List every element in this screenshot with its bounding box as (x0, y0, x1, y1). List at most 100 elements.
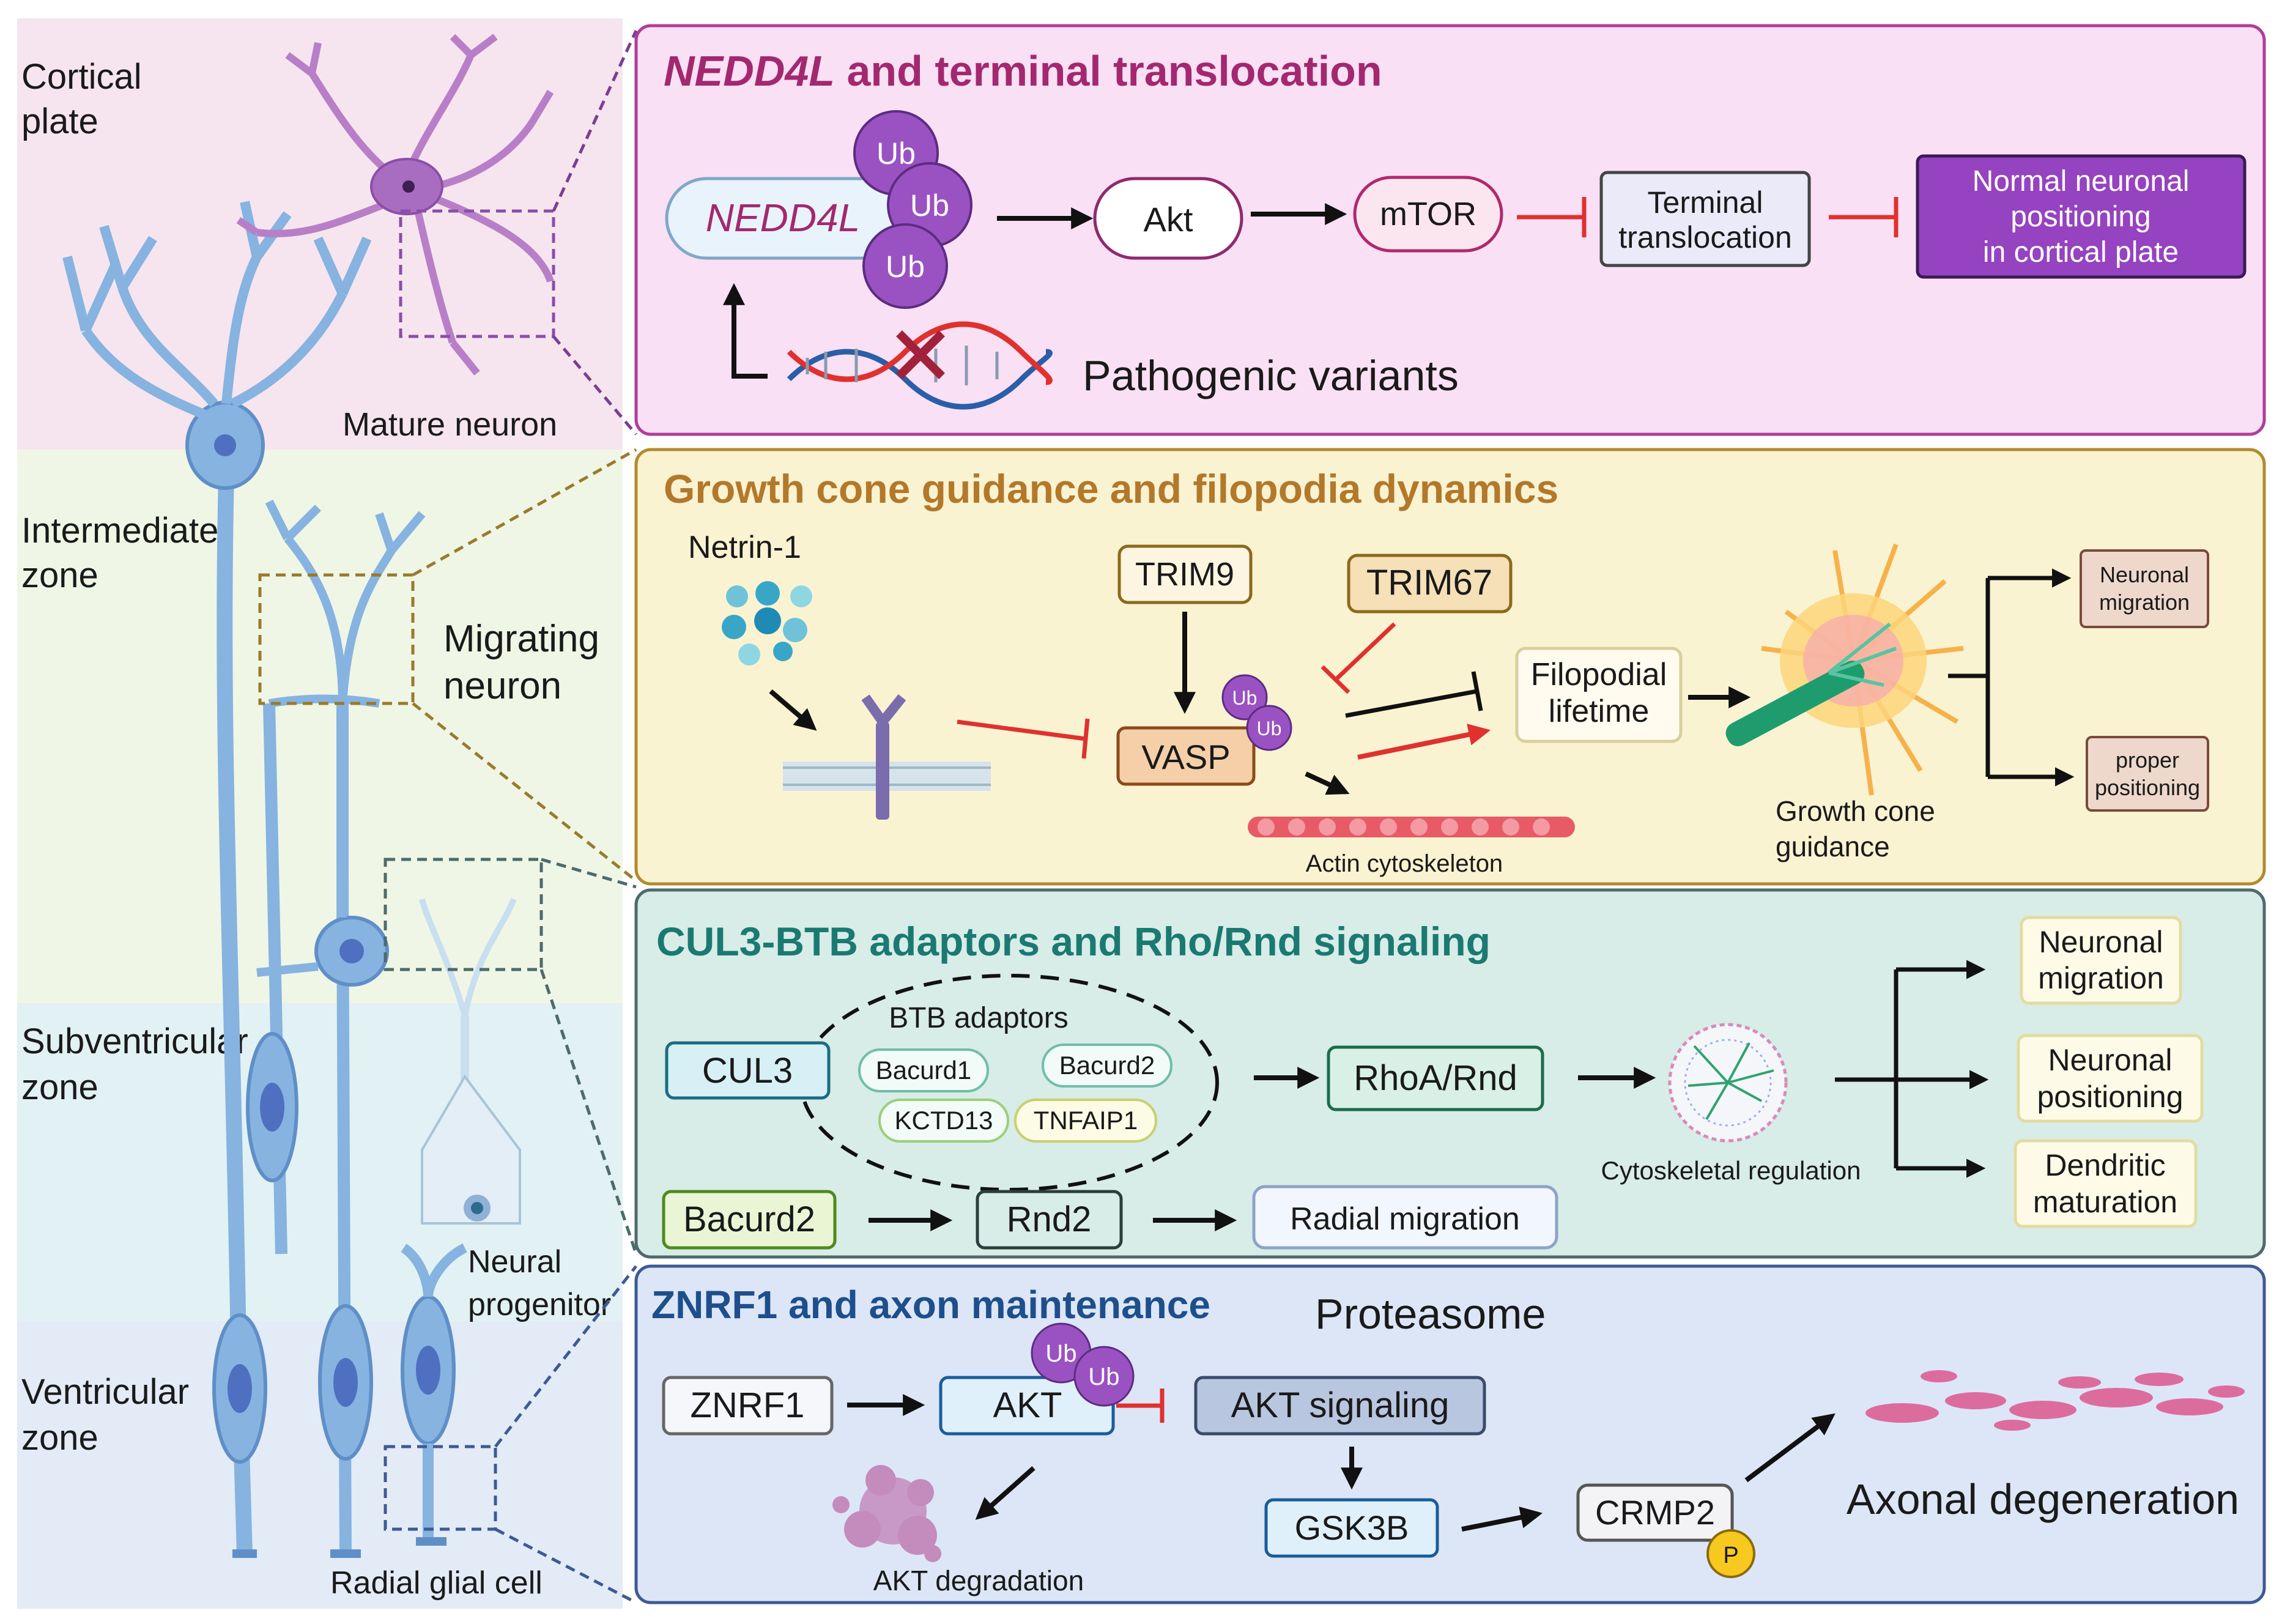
arrow-akt-degradation (975, 1466, 1035, 1520)
zone-label-ventricular: Ventricular zone (21, 1372, 189, 1458)
bacurd2-b-node (662, 1190, 837, 1250)
panel-growth-cone-title: Growth cone guidance and filopodia dynam… (664, 466, 1558, 511)
zone-label-subventricular: Subventricular zone (21, 1021, 248, 1107)
arrow-crmp2-degeneration (1744, 1413, 1836, 1483)
phospho-badge (1706, 1529, 1755, 1578)
growth-cone-label-1: Growth cone (1776, 795, 1935, 827)
mtor-label: mTOR (1380, 196, 1476, 232)
panel-nedd4l-title: NEDD4L and terminal translocation (664, 47, 1382, 95)
trim67-node (1347, 554, 1513, 614)
cell-label-neural-progenitor: Neural progenitor (468, 1244, 611, 1322)
svg-text:Neural: Neural (468, 1244, 561, 1280)
axonal-degeneration-label: Axonal degeneration (1847, 1475, 2239, 1523)
svg-text:Migrating: Migrating (443, 618, 599, 660)
inhibit-trim67-ub (1321, 622, 1396, 694)
growth-cone-label-2: guidance (1776, 831, 1890, 862)
svg-text:zone: zone (21, 1067, 98, 1107)
inhibit-vasp-filopodial (1345, 671, 1483, 718)
zone-intermediate-bg (17, 450, 623, 1003)
ub-cluster-nedd4l: Ub Ub Ub (853, 110, 972, 309)
bacurd2-node (1042, 1044, 1172, 1088)
cell-label-radial-glial: Radial glial cell (330, 1565, 543, 1601)
rnd2-node (976, 1190, 1123, 1250)
cytoskeletal-regulation-label: Cytoskeletal regulation (1601, 1156, 1861, 1185)
trim9-label: TRIM9 (1135, 556, 1234, 593)
netrin-label: Netrin-1 (688, 530, 801, 565)
proper-positioning-label-2: positioning (2095, 775, 2200, 800)
rnd2-label: Rnd2 (1007, 1199, 1092, 1239)
filopodial-label-1: Filopodial (1531, 657, 1667, 692)
proper-positioning-box (2086, 736, 2209, 812)
out-neuronal-positioning-node (2017, 1034, 2204, 1123)
gsk3b-label: GSK3B (1295, 1508, 1409, 1547)
normal-positioning-label-3: in cortical plate (1983, 236, 2179, 269)
branch-growthcone-outputs (1948, 568, 2075, 787)
inhibit-receptor-vasp (957, 718, 1090, 759)
svg-text:Ub: Ub (1257, 717, 1282, 740)
normal-positioning-node (1916, 154, 2247, 279)
znrf1-node (662, 1376, 834, 1436)
arrow-vasp-filopodial (1357, 724, 1491, 760)
bacurd2-b-label: Bacurd2 (683, 1199, 815, 1239)
trim67-label: TRIM67 (1366, 563, 1492, 603)
cul3-label: CUL3 (702, 1051, 793, 1091)
svg-text:Ub: Ub (886, 250, 925, 284)
neuronal-migration-box (2080, 549, 2209, 628)
bacurd1-label: Bacurd1 (876, 1056, 971, 1085)
out-neuronal-positioning-label-2: positioning (2037, 1080, 2183, 1114)
neuronal-migration-label-2: migration (2099, 590, 2190, 615)
zone-subventricular-bg (17, 1003, 623, 1321)
bacurd2-label: Bacurd2 (1059, 1051, 1155, 1080)
cul3-node (665, 1041, 831, 1100)
normal-positioning-label-2: positioning (2010, 201, 2151, 233)
akt-node (1093, 177, 1243, 260)
arrow-netrin-receptor (769, 689, 817, 731)
crmp2-label: CRMP2 (1595, 1493, 1715, 1532)
akt-signaling-node (1194, 1376, 1486, 1436)
svg-text:Ub: Ub (910, 188, 949, 223)
growth-cone-icon (1725, 543, 1964, 796)
svg-text:Subventricular: Subventricular (21, 1021, 248, 1061)
axon-fragments-icon (1865, 1370, 2245, 1431)
trim9-node (1117, 544, 1253, 604)
akt-degradation-label: AKT degradation (873, 1565, 1084, 1596)
proper-positioning-label-1: proper (2116, 747, 2179, 773)
vasp-node (1116, 726, 1256, 786)
normal-positioning-label-1: Normal neuronal (1973, 165, 2190, 198)
branch-cyto-outputs (1835, 960, 1989, 1178)
zone-label-cortical-plate: Cortical plate (21, 57, 142, 141)
btb-adaptors-label: BTB adaptors (889, 1002, 1068, 1034)
out-neuronal-positioning-label-1: Neuronal (2048, 1043, 2173, 1077)
panel-cul3-title: CUL3-BTB adaptors and Rho/Rnd signaling (656, 919, 1491, 964)
crmp2-node (1576, 1483, 1734, 1542)
mtor-node (1353, 176, 1503, 253)
filopodial-lifetime-node (1515, 647, 1683, 743)
svg-text:progenitor: progenitor (468, 1287, 611, 1322)
akt-signaling-label: AKT signaling (1231, 1385, 1450, 1425)
arrow-vasp-actin (1305, 771, 1350, 795)
out-dendritic-maturation-node (2013, 1139, 2198, 1228)
zone-label-intermediate: Intermediate zone (21, 511, 218, 595)
terminal-translocation-label-1: Terminal (1648, 185, 1763, 220)
ub-cluster-vasp: Ub Ub (1221, 674, 1292, 751)
znrf1-label: ZNRF1 (691, 1385, 805, 1425)
bacurd1-node (858, 1048, 989, 1092)
svg-text:Ventricular: Ventricular (21, 1372, 189, 1412)
kctd13-label: KCTD13 (894, 1106, 993, 1135)
phospho-label: P (1723, 1543, 1738, 1568)
inhibit-mtor-terminal (1517, 197, 1587, 237)
out-neuronal-migration-label-1: Neuronal (2039, 925, 2163, 959)
cytoskeleton-icon (1668, 1023, 1788, 1143)
receptor-membrane-icon (783, 694, 991, 820)
arrow-variants-nedd4l (723, 283, 768, 379)
rhoa-rnd-label: RhoA/Rnd (1354, 1058, 1517, 1098)
svg-text:Ub: Ub (1045, 1340, 1076, 1367)
terminal-translocation-label-2: translocation (1618, 220, 1792, 254)
inhibit-akt-signaling (1116, 1389, 1165, 1423)
out-neuronal-migration-label-2: migration (2038, 961, 2164, 995)
netrin-molecules-icon (722, 581, 812, 666)
out-dendritic-maturation-label-1: Dendritic (2045, 1148, 2165, 1182)
nedd4l-label: NEDD4L (706, 196, 861, 240)
svg-text:neuron: neuron (443, 665, 561, 707)
